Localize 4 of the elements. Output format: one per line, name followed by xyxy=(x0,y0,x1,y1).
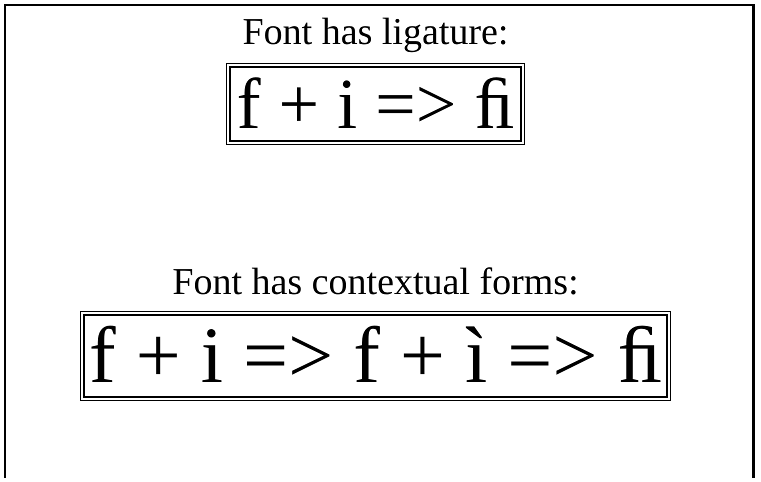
formula-box: f + i => f + ì => ﬁ xyxy=(83,314,668,398)
formula-box: f + i => ﬁ xyxy=(228,66,522,142)
heading: Font has contextual forms: xyxy=(172,260,579,304)
heading: Font has ligature: xyxy=(242,10,508,54)
